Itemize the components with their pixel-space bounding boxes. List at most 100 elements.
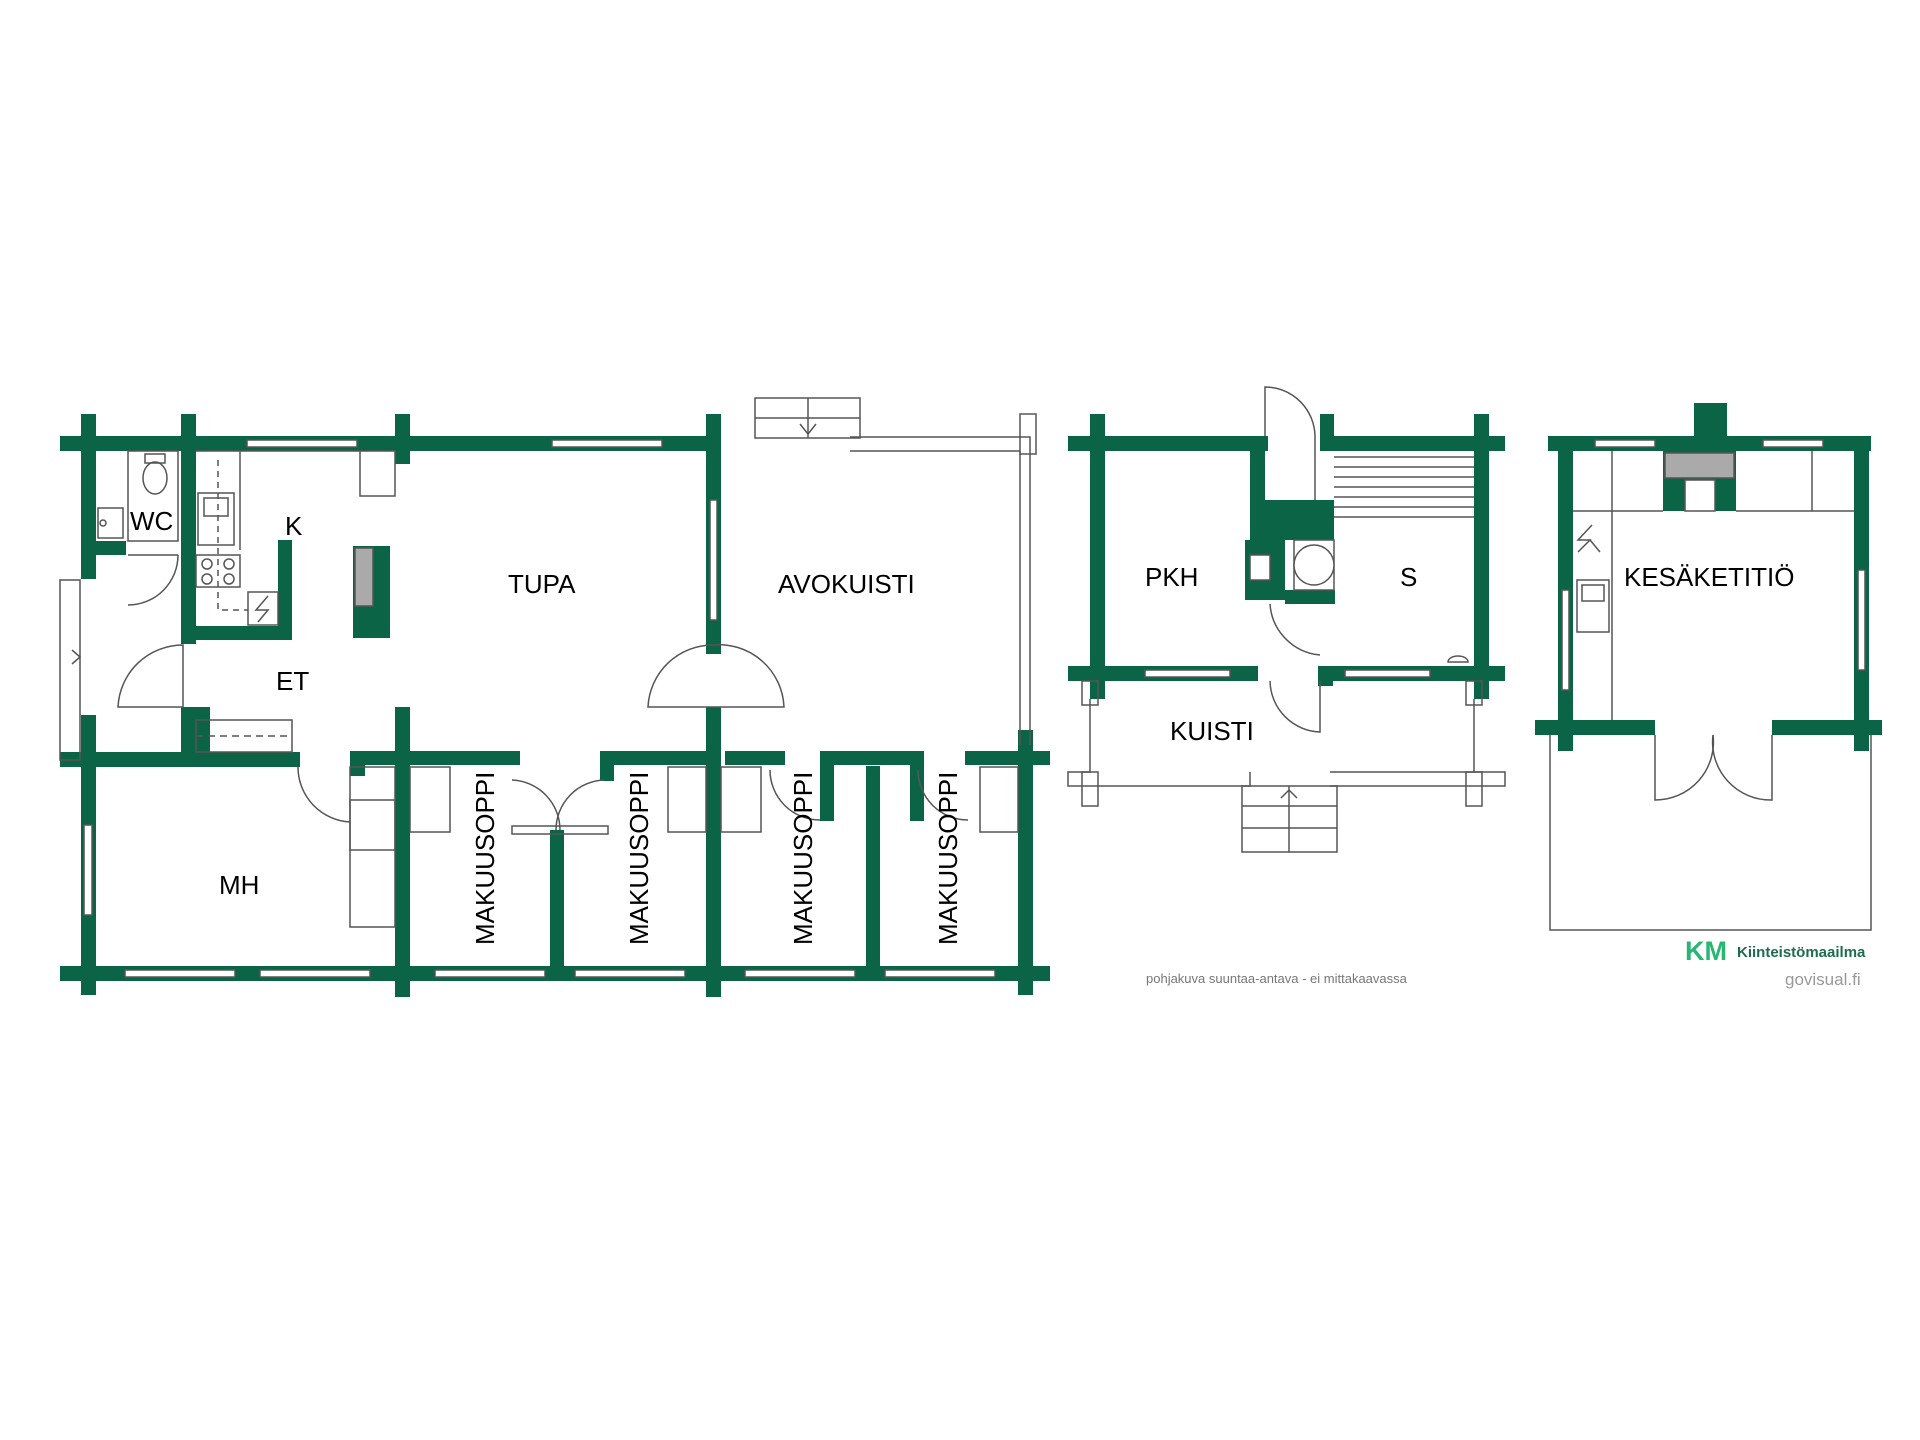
door-swing [769,769,821,821]
door-swing [555,779,605,831]
door-swing [647,643,785,708]
wall-stub-3 [600,751,614,781]
wall-k-bottom [196,626,292,640]
arrow-icon [799,423,817,436]
door-table [511,825,609,835]
window [1594,439,1656,448]
stove-hatch [1249,554,1271,581]
window [83,824,93,916]
wall-stub-1 [820,751,834,821]
brand-logo: KM [1685,936,1727,966]
wall-vert-bed3 [706,707,721,997]
wall-right [1474,414,1489,699]
wall-bottom-left [1535,720,1655,735]
bed [667,766,707,833]
sink-icon [97,507,124,539]
sauna-lines [1067,386,1506,853]
kuisti-outline [1067,699,1251,787]
entry-block [1250,500,1334,540]
arrow-icon [71,649,82,665]
chimney [1694,403,1727,453]
entrance-step [59,579,81,761]
window [1561,589,1570,691]
sauna-stove-icon [1293,544,1335,586]
door-swing [117,644,184,708]
sink-icon [197,492,235,546]
window [1857,569,1866,671]
main-cabin-lines [59,397,1037,928]
room-label-kuisti: KUISTI [1170,716,1254,746]
wall-bedroom-top3 [725,751,785,765]
door-swing [297,766,351,823]
wall-bedroom-top [350,751,520,765]
sink-basin [1581,584,1605,602]
wall-right-bottom [1018,730,1033,995]
wall-top [1068,436,1268,451]
wall-vert-bed-mid [550,830,564,970]
wall-bedroom-top4 [830,751,915,765]
wall-stub-2 [910,751,924,821]
wall-vert-et [181,707,196,757]
window [574,969,686,978]
disclaimer-text: pohjakuva suuntaa-antava - ei mittakaava… [1146,971,1408,986]
room-label-avokuisti: AVOKUISTI [778,569,915,599]
wall-vert-tupa [395,414,410,464]
window [246,439,358,448]
kuisti-post [1081,771,1099,807]
room-label-k: K [285,511,303,541]
door-swing [1269,680,1321,733]
door-swing [511,779,561,831]
sink-basin [203,497,229,517]
corner-tl-h [60,436,100,451]
room-label-makuusoppi-1: MAKUUSOPPI [470,772,500,945]
wall-wc-bottom [81,541,126,555]
window [551,439,663,448]
toilet-tank [144,453,166,464]
stove-ring [201,558,213,570]
corner-bl-h [60,966,100,981]
brand-name: Kiinteistömaailma [1737,944,1866,961]
window [709,499,718,621]
kuisti-post [1465,771,1483,807]
fireplace-pattern [1664,452,1735,479]
window [1344,669,1431,678]
room-label-tupa: TUPA [508,569,576,599]
wc-shelf [127,450,179,542]
wall-bedroom-top5 [965,751,1050,765]
wall-top-right [1320,436,1505,451]
stove-ring [201,573,213,585]
door-swing [1264,386,1316,500]
bed [349,766,396,928]
wall-center-vert2 [1320,414,1334,444]
electric-panel-icon [247,591,279,626]
door-swing [1269,603,1321,656]
wall-kuisti-stub [1318,666,1333,686]
room-label-s: S [1400,562,1417,592]
wall-mid-horizontal [60,752,300,767]
room-label-makuusoppi-3: MAKUUSOPPI [788,772,818,945]
wall-k-right [278,540,292,640]
room-label-pkh: PKH [1145,562,1198,592]
sink-drain [99,519,107,527]
bolt [254,595,270,623]
wall-bottom-right [1772,720,1882,735]
window [884,969,996,978]
window [259,969,371,978]
wall-vert-bed-mid2 [866,766,880,971]
wall-mh-right-stub [350,751,365,776]
corner-br-h [1010,966,1050,981]
door-swing [1654,734,1715,801]
window [744,969,856,978]
corner-tr-v [706,414,721,454]
avokuisti-outline [850,436,1031,745]
room-label-et: ET [276,666,309,696]
wall-left [1090,414,1105,699]
sink-icon [1576,579,1610,633]
stove-ring [223,558,235,570]
main-cabin-windows [83,439,996,978]
floor-drain [1447,655,1469,663]
main-cabin [60,414,1050,997]
avokuisti-post [1019,413,1037,455]
room-label-makuusoppi-4: MAKUUSOPPI [933,772,963,945]
